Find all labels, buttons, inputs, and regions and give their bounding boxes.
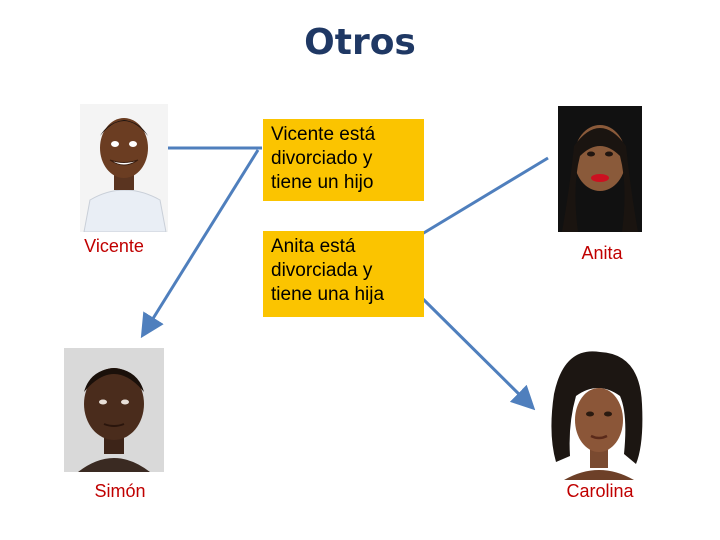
vicente-info-text: Vicente está divorciado y tiene un hijo xyxy=(271,124,376,193)
simon-name-label: Simón xyxy=(94,481,146,501)
vicente-photo xyxy=(80,104,168,232)
anita-to-carolina-arrow xyxy=(420,296,536,411)
simon-photo xyxy=(64,348,164,472)
carolina-photo xyxy=(544,344,650,480)
carolina-name-label: Carolina xyxy=(566,481,634,501)
vicente-info-box: Vicente está divorciado y tiene un hijo xyxy=(263,119,424,201)
anita-info-box: Anita está divorciada y tiene una hija xyxy=(263,231,424,317)
slide-title: Otros xyxy=(304,22,416,63)
vicente-name-label: Vicente xyxy=(84,236,144,256)
anita-connector-line xyxy=(421,156,549,236)
anita-name-label: Anita xyxy=(581,243,623,263)
vicente-to-simon-arrow xyxy=(140,149,260,339)
anita-info-text: Anita está divorciada y tiene una hija xyxy=(271,236,385,305)
anita-photo xyxy=(558,106,642,232)
